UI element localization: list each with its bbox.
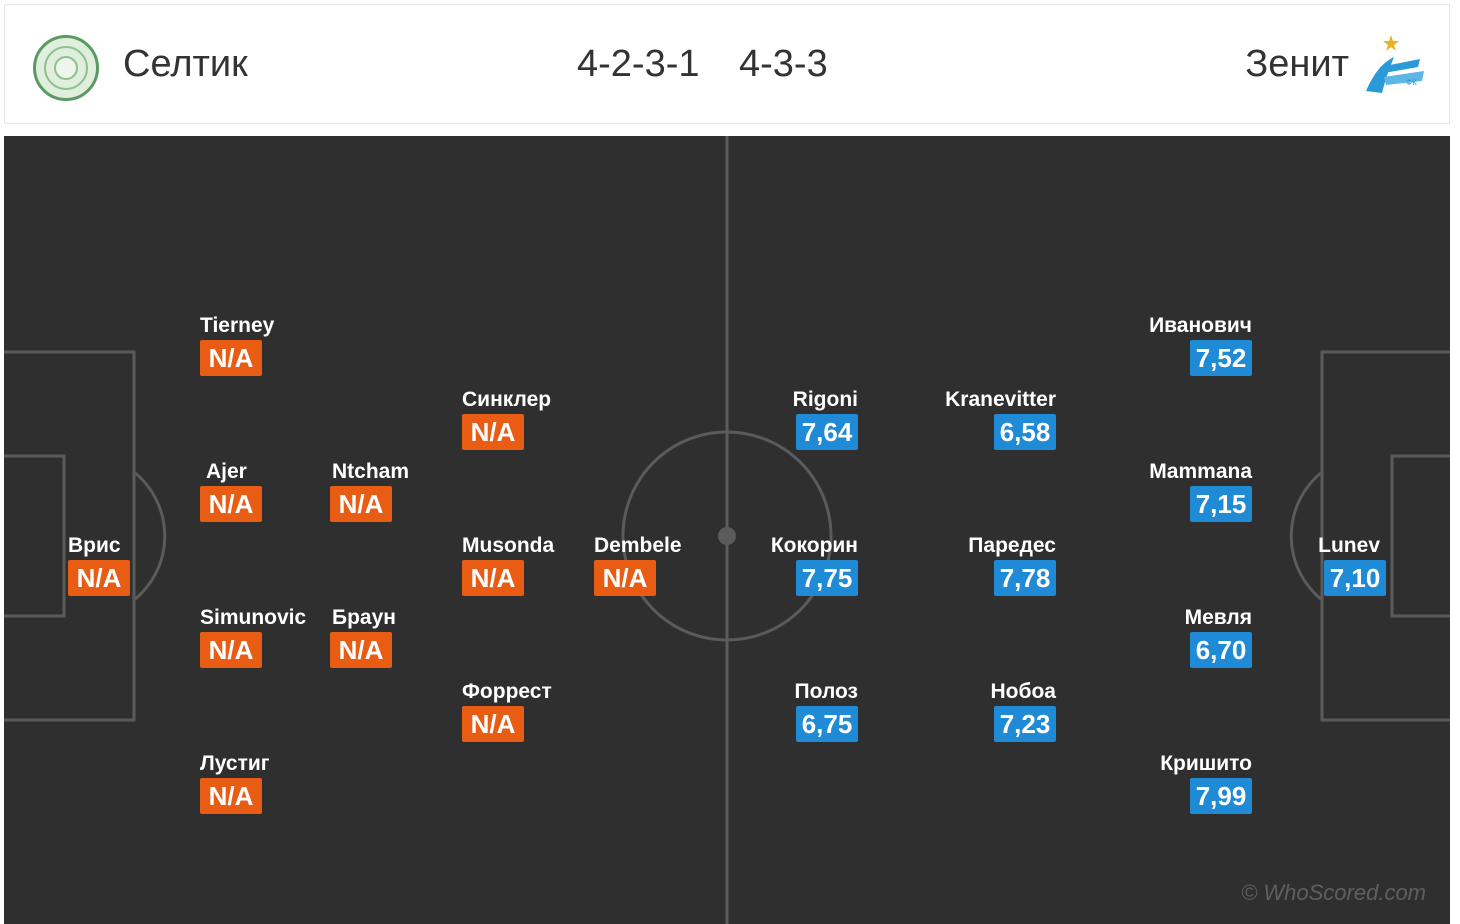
zenit-crest-icon: ФК [1366,35,1424,93]
player-name: Tierney [200,314,275,337]
rating-badge: N/A [200,778,262,814]
player-kokorin[interactable]: Кокорин 7,75 [746,520,858,596]
rating-badge: N/A [68,560,130,596]
celtic-crest-icon [33,35,99,101]
player-name: Кришито [1160,752,1252,775]
player-name: Синклер [462,388,552,411]
player-name: Kranevitter [945,388,1056,411]
rating-badge: 7,10 [1324,560,1386,596]
player-criscito[interactable]: Кришито 7,99 [1122,738,1252,814]
player-tierney[interactable]: Tierney N/A [200,300,300,376]
rating-badge: N/A [462,414,524,450]
player-noboa[interactable]: Нобоа 7,23 [918,666,1056,742]
rating-badge: N/A [200,486,262,522]
away-formation: 4-3-3 [739,43,828,85]
rating-badge: 7,78 [994,560,1056,596]
player-name: Simunovic [200,606,307,629]
rating-badge: N/A [462,560,524,596]
rating-badge: N/A [200,340,262,376]
rating-badge: 6,58 [994,414,1056,450]
pitch-markings [4,136,1450,924]
player-name: Иванович [1149,314,1252,337]
player-name: Лустиг [200,752,270,775]
svg-text:ФК: ФК [1406,78,1417,87]
player-name: Полоз [794,680,858,703]
home-formation: 4-2-3-1 [577,43,700,85]
rating-badge: N/A [330,486,392,522]
player-dembele[interactable]: Dembele N/A [594,520,704,596]
rating-badge: 6,75 [796,706,858,742]
player-name: Dembele [594,534,682,557]
match-header: Селтик 4-2-3-1 4-3-3 Зенит ФК [4,4,1450,124]
rating-badge: N/A [594,560,656,596]
player-name: Паредес [968,534,1056,557]
player-name: Ntcham [332,460,410,483]
rating-badge: 7,15 [1190,486,1252,522]
player-name: Мевля [1184,606,1252,629]
player-forrest[interactable]: Форрест N/A [462,666,572,742]
player-ivanovich[interactable]: Иванович 7,52 [1122,300,1252,376]
rating-badge: 7,75 [796,560,858,596]
rating-badge: 7,99 [1190,778,1252,814]
player-mevlja[interactable]: Мевля 6,70 [1122,592,1252,668]
rating-badge: 6,70 [1190,632,1252,668]
home-team-name[interactable]: Селтик [123,43,248,85]
rating-badge: N/A [330,632,392,668]
player-ntcham[interactable]: Ntcham N/A [330,446,430,522]
whoscored-watermark: © WhoScored.com [1241,880,1426,905]
rating-badge: N/A [462,706,524,742]
rating-badge: 7,52 [1190,340,1252,376]
player-name: Форрест [462,680,552,703]
player-name: Браун [332,606,396,629]
player-lustig[interactable]: Лустиг N/A [200,738,300,814]
player-name: Musonda [462,534,555,557]
player-sinkler[interactable]: Синклер N/A [462,374,572,450]
player-vris[interactable]: Врис N/A [68,520,168,596]
pitch: Tierney N/A Ajer N/A Ntcham N/A Врис N/A… [4,136,1450,924]
player-name: Врис [68,534,121,557]
away-team-name[interactable]: Зенит [1245,43,1349,85]
player-name: Кокорин [770,534,858,557]
player-ajer[interactable]: Ajer N/A [200,446,300,522]
rating-badge: N/A [200,632,262,668]
player-mammana[interactable]: Mammana 7,15 [1122,446,1252,522]
player-braun[interactable]: Браун N/A [330,592,430,668]
rating-badge: 7,23 [994,706,1056,742]
player-kranevitter[interactable]: Kranevitter 6,58 [918,374,1056,450]
rating-badge: 7,64 [796,414,858,450]
player-name: Lunev [1318,534,1380,557]
player-paredes[interactable]: Паредес 7,78 [918,520,1056,596]
player-name: Ajer [206,460,247,483]
player-name: Нобоа [990,680,1056,703]
player-poloz[interactable]: Полоз 6,75 [746,666,858,742]
player-name: Mammana [1149,460,1252,483]
player-name: Rigoni [792,388,858,411]
player-musonda[interactable]: Musonda N/A [462,520,572,596]
player-lunev[interactable]: Lunev 7,10 [1294,520,1386,596]
player-rigoni[interactable]: Rigoni 7,64 [746,374,858,450]
player-simunovic[interactable]: Simunovic N/A [200,592,330,668]
